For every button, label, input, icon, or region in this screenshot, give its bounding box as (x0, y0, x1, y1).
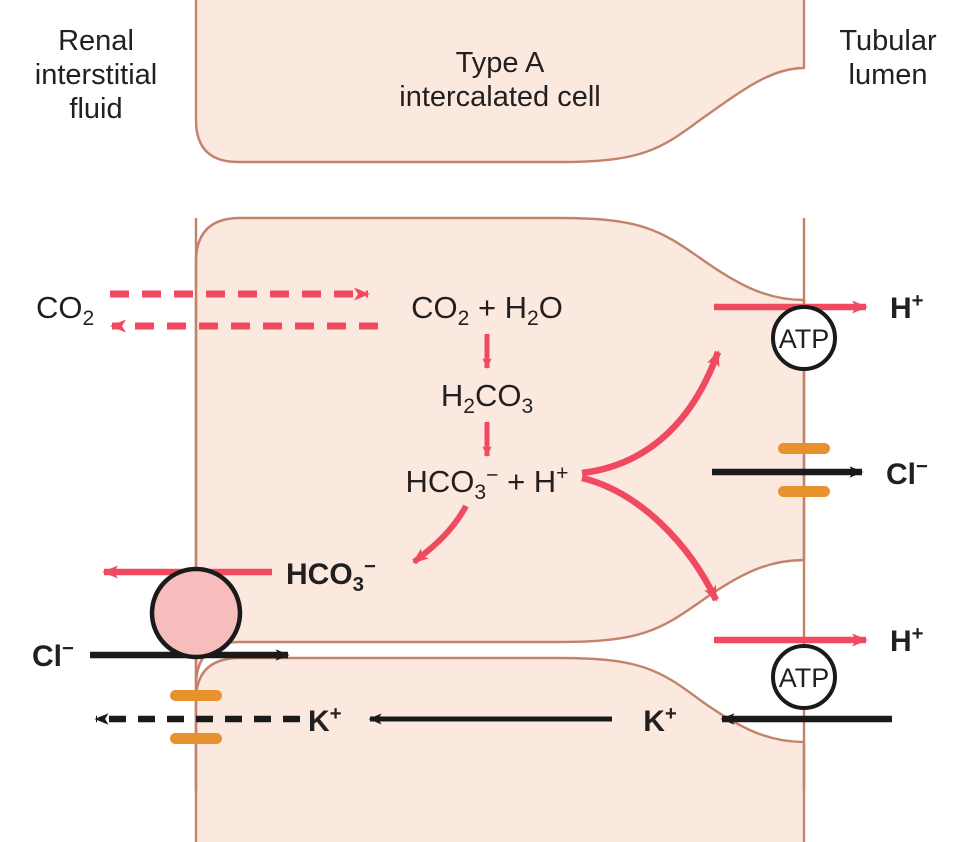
left-label-line-1: Renal (58, 25, 134, 57)
h-to-lower-atpase-arrow (581, 474, 719, 602)
reaction-step-2: H2CO3 (441, 378, 533, 418)
left-label-line-3: fluid (69, 93, 122, 125)
right-label-line-1: Tubular (839, 25, 937, 57)
k-basolateral-label: K+ (308, 703, 342, 738)
cl-channel-bar-bottom (778, 486, 830, 497)
atp-badge-label-top: ATP (779, 324, 830, 354)
label-renal-interstitial-fluid: Renal interstitial fluid (35, 25, 158, 125)
proton-apical-bottom-label: H+ (890, 623, 924, 658)
cl-hco3-exchanger-basolateral[interactable] (90, 565, 290, 661)
left-label-line-2: interstitial (35, 59, 158, 91)
cell-label-line-2: intercalated cell (399, 81, 601, 113)
cl-basolateral-label: Cl− (32, 638, 74, 673)
reaction-step-3: HCO3− + H+ (406, 462, 569, 504)
hco3-to-exchanger-arrow (412, 504, 469, 565)
h-atpase-apical[interactable]: ATP (714, 300, 868, 371)
k-channel-bar-top (170, 690, 222, 701)
right-label-line-2: lumen (849, 59, 928, 91)
atp-badge-label-bottom: ATP (779, 663, 830, 693)
exchanger-circle (149, 566, 243, 660)
reaction-step-1: CO2 + H2O (411, 290, 563, 330)
label-tubular-lumen: Tubular lumen (839, 25, 937, 91)
cl-channel-bar-top (778, 443, 830, 454)
reaction-cascade: CO2 + H2O H2CO3 HCO3− + H+ (406, 290, 569, 504)
cl-channel-apical[interactable] (712, 443, 864, 497)
lower-cell-body (194, 656, 806, 842)
hco3-basolateral-label: HCO3− (286, 556, 376, 596)
hk-atpase-apical[interactable]: ATP (714, 633, 892, 725)
cell-label-line-1: Type A (456, 47, 545, 79)
k-channel-basolateral[interactable] (94, 690, 300, 744)
co2-diffusion-group: CO2 (36, 287, 378, 333)
co2-extracellular-label: CO2 (36, 290, 94, 330)
proton-apical-top-label: H+ (890, 290, 924, 325)
atp-badge-circle-top (771, 305, 837, 371)
atp-badge-circle-bottom (771, 644, 837, 710)
h-to-upper-atpase-arrow (581, 350, 722, 477)
k-apical-label: K+ (643, 703, 677, 738)
label-type-a-intercalated-cell: Type A intercalated cell (399, 47, 601, 113)
cl-apical-label: Cl− (886, 456, 928, 491)
proton-branch-arrows (581, 350, 722, 602)
upper-cell-body (194, 0, 806, 164)
k-channel-bar-bottom (170, 733, 222, 744)
